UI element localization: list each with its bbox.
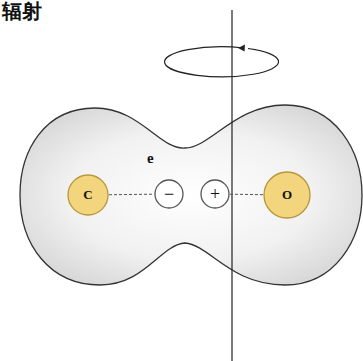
bond-line — [109, 194, 154, 196]
rotation-axis — [231, 10, 232, 361]
electron-cloud — [20, 105, 362, 285]
node-label: O — [263, 171, 311, 219]
node-label: − — [154, 179, 184, 209]
circle-shape — [155, 180, 183, 208]
electron-label: e — [147, 150, 154, 167]
bond-line — [230, 194, 263, 195]
circle-shape — [201, 180, 229, 208]
node-label: C — [67, 174, 109, 216]
positive-charge: + — [200, 179, 230, 209]
heading-fragment: 辐射 — [2, 0, 42, 22]
node-label: + — [200, 179, 230, 209]
circle-shape — [68, 175, 108, 215]
oxygen-atom: O — [263, 171, 311, 219]
negative-charge: − — [154, 179, 184, 209]
rotation-arrowhead — [238, 45, 245, 52]
carbon-atom: C — [67, 174, 109, 216]
rotation-ellipse — [165, 47, 279, 77]
circle-shape — [264, 172, 310, 218]
